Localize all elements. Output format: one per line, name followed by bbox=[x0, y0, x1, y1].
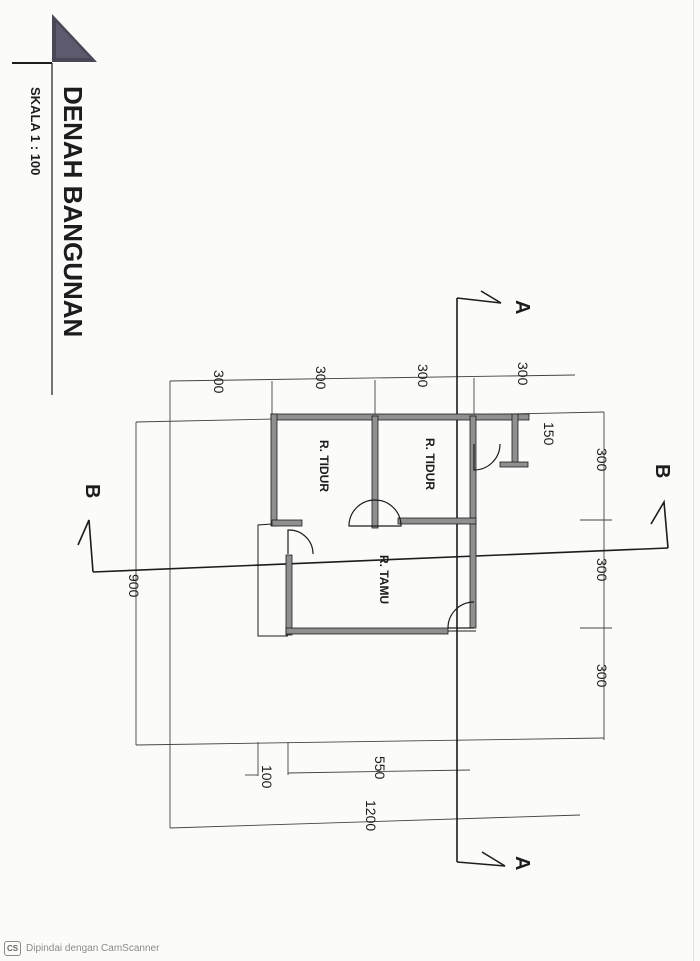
section-a-top-arrow bbox=[456, 290, 502, 304]
room-labels: R. TIDUR R. TIDUR R. TAMU bbox=[317, 438, 437, 604]
dim-bottom-small: 100 bbox=[259, 765, 275, 789]
room-label-bedroom-b: R. TIDUR bbox=[423, 438, 437, 490]
overall-length-line bbox=[169, 814, 581, 829]
walls bbox=[257, 413, 530, 637]
drawing-title: DENAH BANGUNAN bbox=[58, 86, 88, 337]
door-swing-wing bbox=[473, 443, 501, 471]
wall-wing-bottom bbox=[499, 461, 529, 468]
top-dimension-line bbox=[169, 374, 576, 382]
section-mark-a-bottom: A bbox=[511, 856, 533, 870]
wall-left-bedrooms bbox=[270, 413, 278, 527]
camscanner-logo-icon: CS bbox=[4, 940, 21, 956]
doors bbox=[287, 443, 501, 629]
door-swing-bedroom-a bbox=[348, 499, 376, 527]
wall-living-bottom bbox=[285, 627, 449, 635]
dimension-labels: 300 300 300 300 150 300 300 300 900 100 … bbox=[126, 362, 610, 831]
dim-top-1: 300 bbox=[211, 370, 227, 394]
room-label-bedroom-a: R. TIDUR bbox=[317, 440, 331, 492]
dim-right-3: 300 bbox=[594, 664, 610, 688]
section-mark-b-right: B bbox=[651, 464, 673, 478]
section-mark-a-top: A bbox=[511, 300, 533, 314]
section-marks: A A B B bbox=[81, 300, 673, 870]
room-label-living-room: R. TAMU bbox=[377, 555, 391, 604]
wall-top bbox=[270, 413, 530, 421]
wall-bedroom-bottom-a bbox=[271, 519, 303, 527]
wall-between-bedrooms bbox=[371, 415, 379, 529]
dim-wing: 150 bbox=[541, 422, 557, 446]
scanner-footer: CS Dipindai dengan CamScanner bbox=[4, 940, 159, 956]
dim-top-4: 300 bbox=[515, 362, 531, 386]
section-b-right-arrow bbox=[650, 499, 669, 549]
wall-wing-side bbox=[511, 413, 519, 465]
section-lines bbox=[77, 290, 669, 867]
section-b-left-arrow bbox=[77, 519, 94, 573]
drawing-scale: SKALA 1 : 100 bbox=[28, 87, 43, 175]
section-a-bottom-arrow bbox=[456, 851, 506, 867]
dimension-lines bbox=[135, 374, 612, 829]
wall-living-left bbox=[285, 554, 293, 636]
door-swing-side bbox=[287, 529, 314, 555]
mid-dimension-line bbox=[287, 769, 471, 774]
door-swing-bedroom-b bbox=[374, 499, 402, 527]
terrace-outline bbox=[257, 523, 288, 637]
dim-bottom-mid: 550 bbox=[372, 756, 388, 780]
dim-overall-width: 900 bbox=[126, 574, 142, 598]
wall-bedroom-bottom-b bbox=[397, 517, 477, 525]
page-edge-line bbox=[693, 0, 694, 961]
dim-top-2: 300 bbox=[313, 366, 329, 390]
dim-top-3: 300 bbox=[415, 364, 431, 388]
dim-right-1: 300 bbox=[594, 448, 610, 472]
scanner-footer-text: Dipindai dengan CamScanner bbox=[26, 942, 160, 954]
section-b-line bbox=[92, 547, 669, 573]
door-swing-front bbox=[447, 601, 475, 629]
title-block-shade bbox=[56, 22, 90, 58]
dim-right-2: 300 bbox=[594, 558, 610, 582]
dim-overall-length: 1200 bbox=[363, 800, 379, 831]
section-mark-b-left: B bbox=[81, 484, 103, 498]
title-block: DENAH BANGUNAN SKALA 1 : 100 bbox=[12, 14, 97, 395]
plan-bottom-extension bbox=[135, 737, 605, 746]
